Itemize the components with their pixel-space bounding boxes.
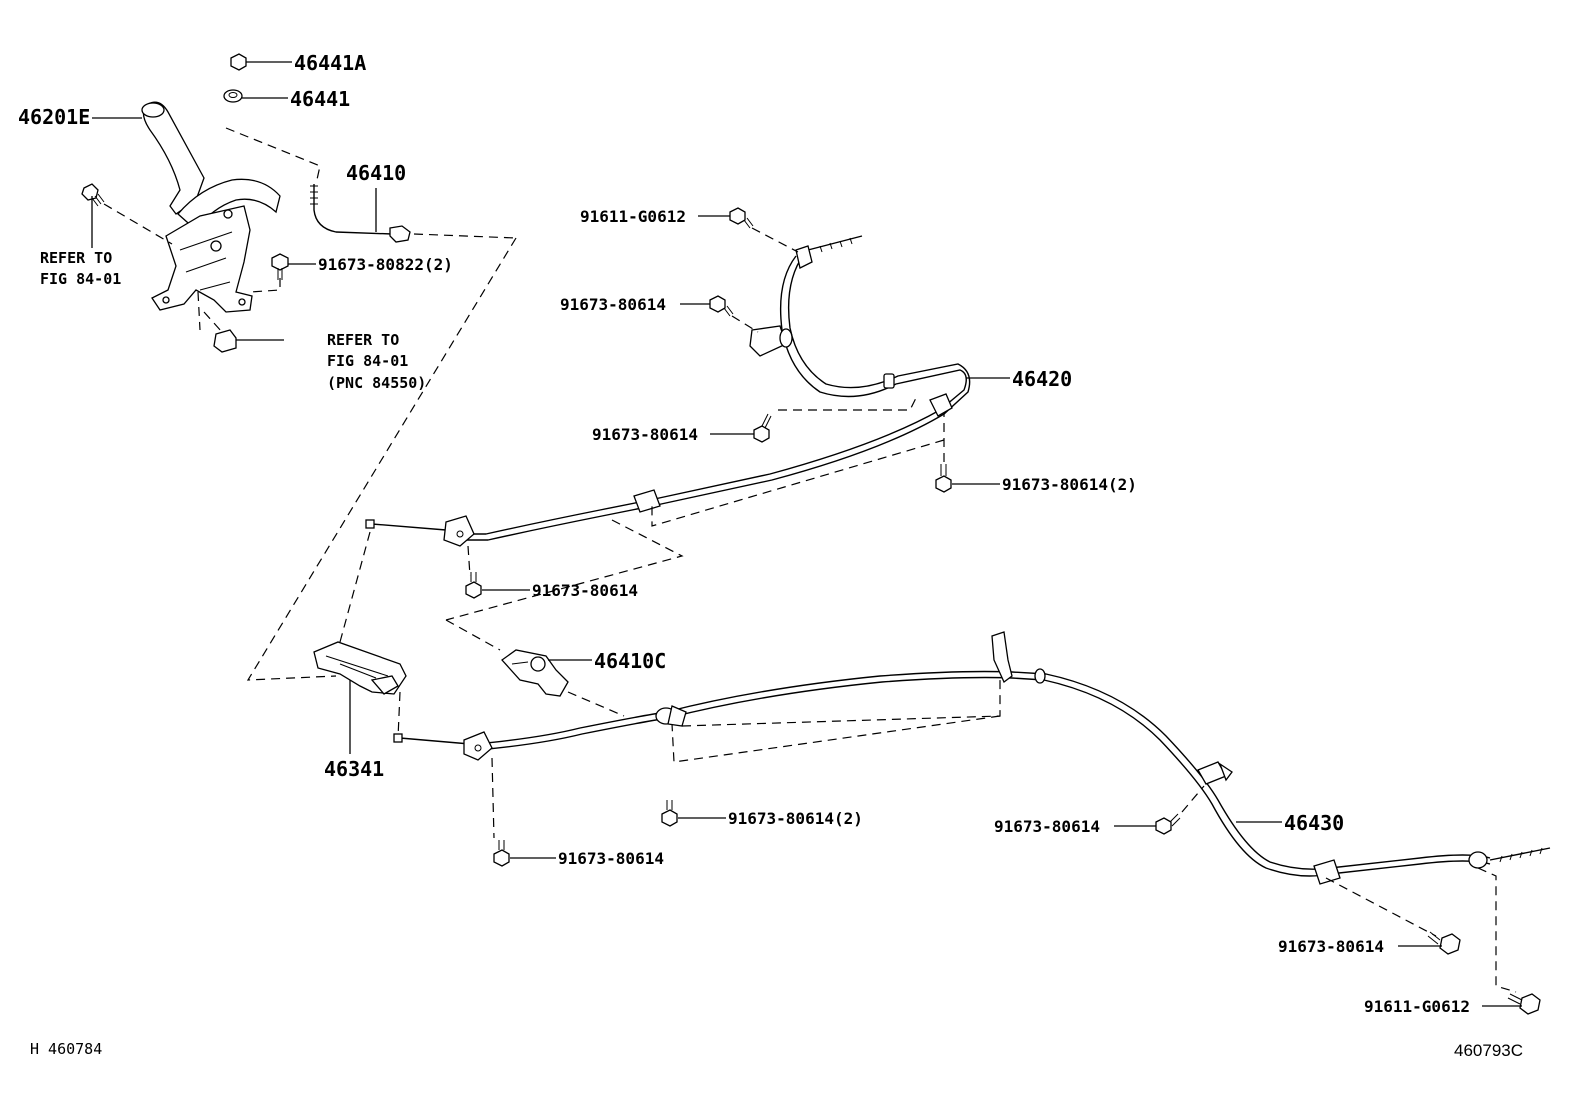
bolt-icon [935, 464, 952, 493]
label-91673-80614-e: 91673-80614 [994, 817, 1100, 836]
label-91673-80614-2-b: 91673-80614(2) [728, 809, 863, 828]
refer-fig-b-line2: FIG 84-01 [327, 352, 408, 370]
bolt-icon [729, 207, 754, 229]
parking-brake-lever-icon [141, 101, 281, 313]
label-91611-G0612-bottom: 91611-G0612 [1364, 997, 1470, 1016]
label-46441: 46441 [290, 87, 350, 111]
label-46410C: 46410C [594, 649, 666, 673]
refer-fig-b-line3: (PNC 84550) [327, 374, 426, 392]
label-91673-80614-a: 91673-80614 [560, 295, 666, 314]
bolt-icon [1507, 993, 1541, 1015]
brake-cable-icon [393, 631, 1551, 885]
label-46420: 46420 [1012, 367, 1072, 391]
cable-guide-icon [501, 649, 569, 697]
label-91673-80614-f: 91673-80614 [1278, 937, 1384, 956]
bolt-icon [1427, 931, 1461, 955]
clip-icon [213, 329, 237, 353]
bolt-icon [661, 800, 678, 827]
bolt-icon [493, 840, 510, 867]
nut-icon [230, 53, 247, 71]
label-91673-80614-b: 91673-80614 [592, 425, 698, 444]
footer-left-code: H 460784 [30, 1040, 102, 1058]
label-46410: 46410 [346, 161, 406, 185]
bolt-icon [1155, 813, 1181, 835]
equalizer-icon [313, 641, 407, 695]
label-91673-80614-d: 91673-80614 [558, 849, 664, 868]
refer-fig-a-line1: REFER TO [40, 249, 112, 267]
label-46441A: 46441A [294, 51, 366, 75]
brake-cable-icon [365, 235, 971, 547]
bolt-icon [709, 295, 734, 317]
bolt-icon [81, 183, 105, 207]
label-91673-80822: 91673-80822(2) [318, 255, 453, 274]
label-46201E: 46201E [18, 105, 90, 129]
label-91673-80614-c: 91673-80614 [532, 581, 638, 600]
refer-fig-a-line2: FIG 84-01 [40, 270, 121, 288]
washer-icon [223, 89, 243, 103]
label-91673-80614-2-a: 91673-80614(2) [1002, 475, 1137, 494]
cable-rod-icon [310, 184, 411, 243]
bolt-icon [753, 413, 772, 443]
bolt-icon [271, 253, 289, 280]
refer-fig-b-line1: REFER TO [327, 331, 399, 349]
label-46430: 46430 [1284, 811, 1344, 835]
bolt-icon [465, 572, 482, 599]
label-46341: 46341 [324, 757, 384, 781]
label-91611-G0612-top: 91611-G0612 [580, 207, 686, 226]
footer-right-code: 460793C [1454, 1041, 1523, 1060]
